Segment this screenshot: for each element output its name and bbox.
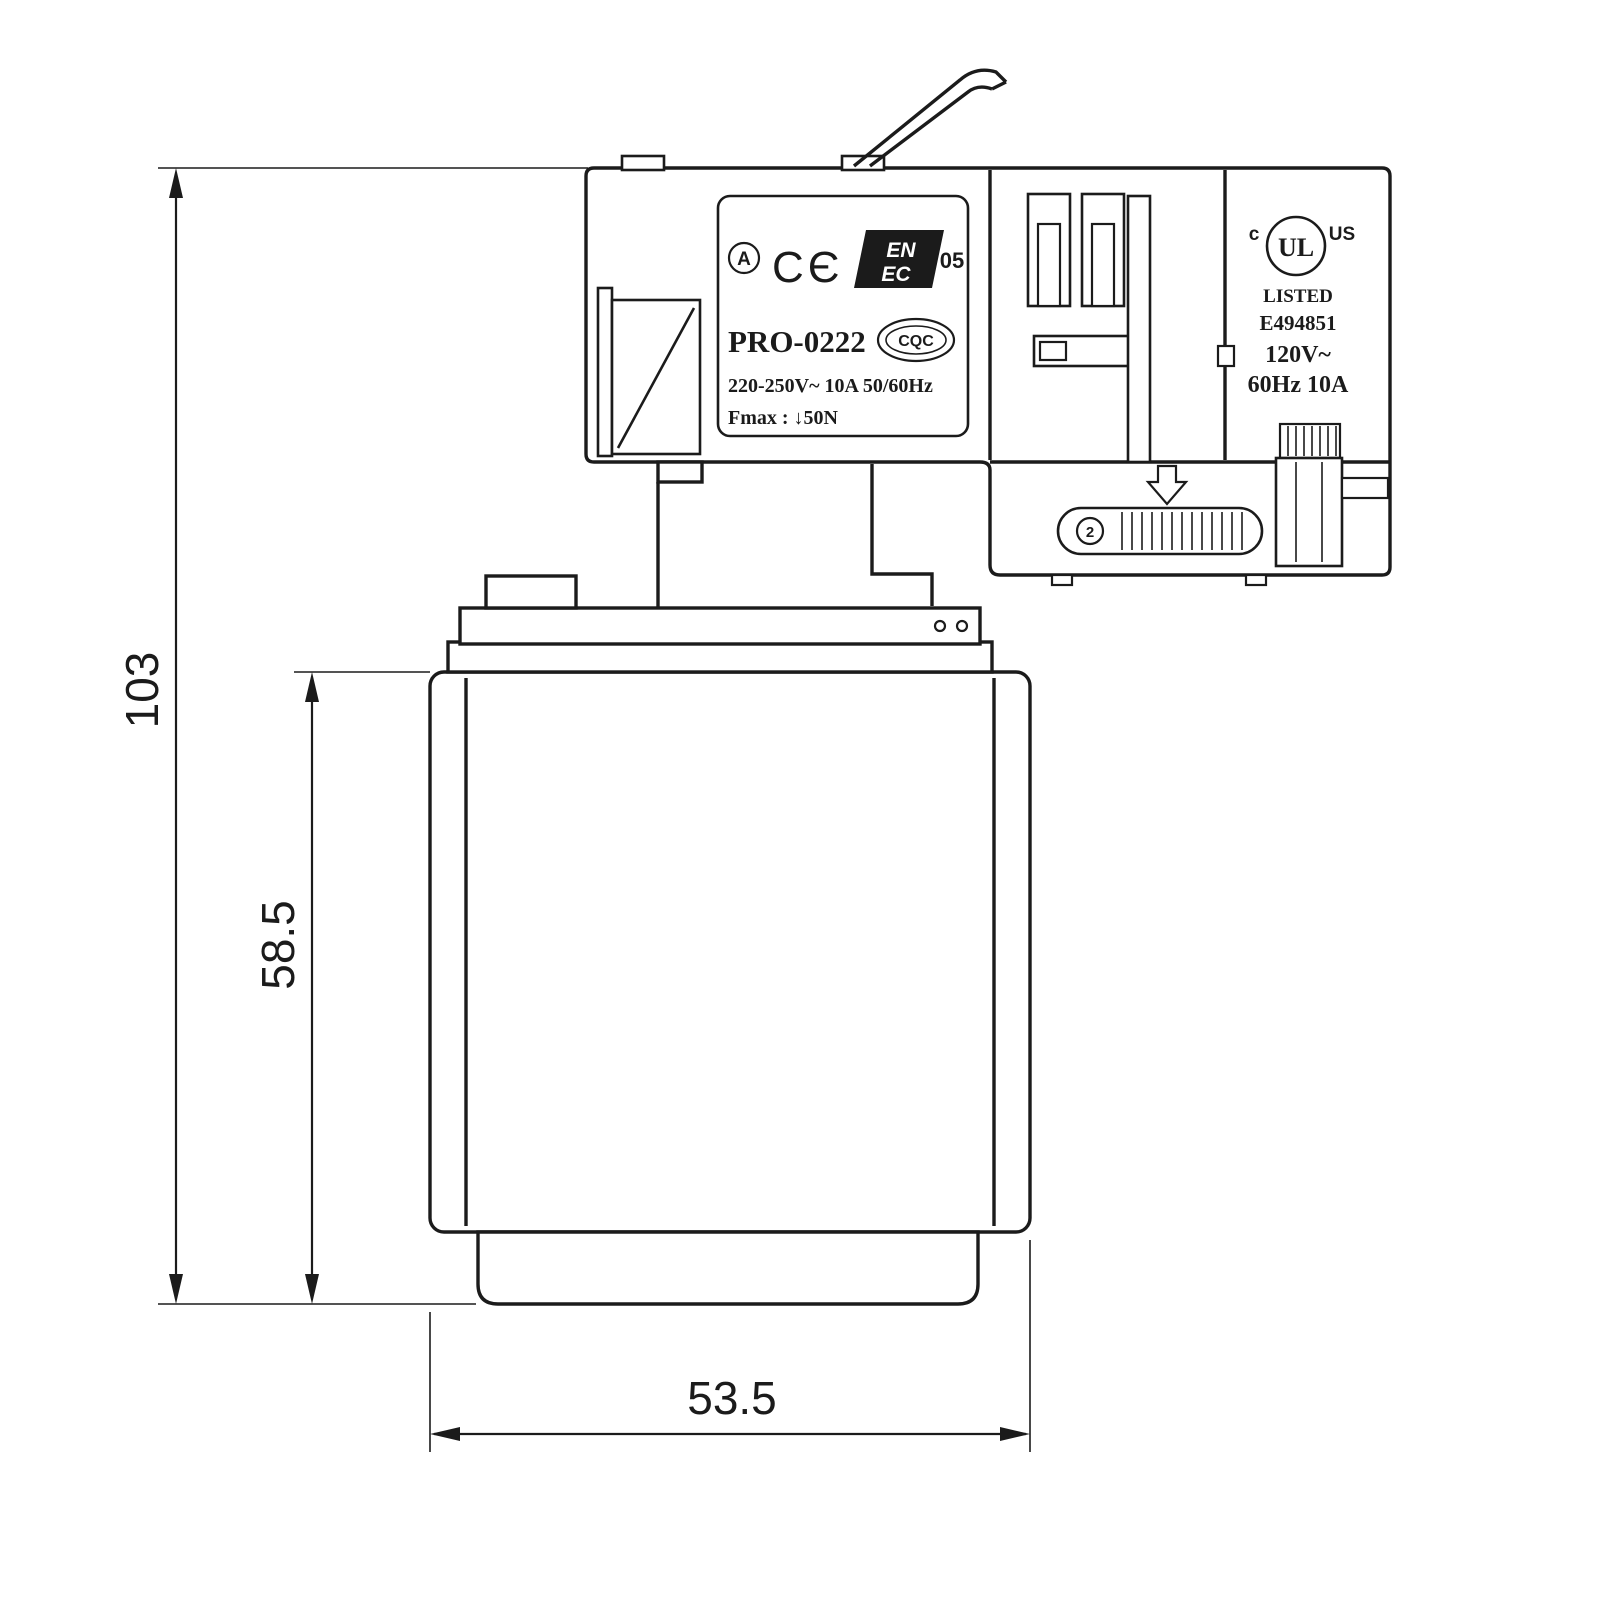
arrowhead-down-icon — [169, 1274, 183, 1304]
plate-rivet — [955, 619, 969, 633]
mounting-steps — [446, 460, 994, 674]
enec-badge-icon — [854, 230, 944, 288]
wheel-position-marking: 2 — [1086, 524, 1094, 541]
body-base — [476, 1230, 980, 1306]
latch-body — [1274, 456, 1344, 568]
ul-listed-text: LISTED — [1263, 286, 1333, 307]
track-adapter-housing: A CЄ EN EC 05 PRO-0222 CQC 220-250V~ 10A… — [584, 68, 1392, 587]
step-plate-lower — [446, 640, 994, 674]
dimension-body-height: 58.5 — [252, 671, 430, 1304]
ul-us-text: US — [1329, 224, 1355, 245]
divider-clip — [1216, 344, 1236, 368]
approval-circle-letter: A — [737, 249, 751, 270]
dimension-body-height-label: 58.5 — [252, 900, 304, 990]
wheel-position-circle — [1075, 516, 1105, 546]
arrowhead-up-icon — [169, 168, 183, 198]
arrowhead-down-icon — [305, 1274, 319, 1304]
neck-tab — [656, 460, 704, 484]
dimension-total-height-label: 103 — [116, 652, 168, 729]
down-arrow-icon — [1145, 464, 1189, 506]
fmax-line: Fmax : ↓50N — [728, 407, 839, 429]
ul-section: UL c US LISTED E494851 120V~ 60Hz 10A — [1216, 215, 1355, 398]
cqc-mark-text: CQC — [898, 333, 934, 350]
housing-top-tab-left — [620, 154, 666, 172]
clip-spring-diagonal — [616, 307, 696, 449]
clip-channel — [596, 286, 614, 458]
contact-stem — [1126, 194, 1152, 464]
contact-slot-1-pin — [1036, 222, 1062, 308]
contact-slot-2-pin — [1090, 222, 1116, 308]
latch-teeth-frame — [1278, 422, 1342, 460]
dimension-body-width-label: 53.5 — [687, 1372, 777, 1424]
enec-number: 05 — [940, 248, 964, 273]
dimension-annotations: 103 58.5 53.5 — [116, 167, 1031, 1452]
ul-logo-icon — [1265, 215, 1327, 277]
step-plate-upper — [458, 606, 982, 646]
lamp-body — [428, 460, 1032, 1306]
plate-rivet — [933, 619, 947, 633]
arrowhead-left-icon — [430, 1427, 460, 1441]
housing-foot-right — [1244, 573, 1268, 587]
wire-hook-tip — [991, 80, 1007, 91]
ul-voltage: 120V~ — [1265, 342, 1331, 368]
rating-line: 220-250V~ 10A 50/60Hz — [728, 375, 933, 397]
contact-crossbar-block — [1038, 340, 1068, 362]
ul-c-text: c — [1249, 224, 1260, 245]
wire-outer-line — [852, 68, 1008, 168]
rating-label-plate: A CЄ EN EC 05 PRO-0222 CQC 220-250V~ 10A… — [716, 194, 970, 438]
ul-frequency: 60Hz 10A — [1248, 372, 1349, 398]
wire-inner-line — [868, 85, 993, 168]
arrowhead-right-icon — [1000, 1427, 1030, 1441]
approval-circle-icon — [727, 241, 761, 275]
enec-text-line1: EN — [886, 239, 916, 262]
dimension-total-height: 103 — [116, 167, 588, 1305]
housing-top-tab-right — [840, 154, 886, 172]
arrowhead-up-icon — [305, 672, 319, 702]
dimension-body-width: 53.5 — [429, 1240, 1031, 1452]
ce-mark: CЄ — [772, 243, 843, 292]
model-number: PRO-0222 — [728, 324, 866, 359]
selector-wheel — [1056, 506, 1264, 556]
ul-file-number: E494851 — [1259, 311, 1336, 335]
ul-logo-text: UL — [1278, 233, 1314, 262]
step-left-tab — [484, 574, 578, 610]
selector-area: 2 — [1056, 464, 1264, 556]
latch-assembly — [1274, 422, 1390, 568]
latch-side-step — [1340, 476, 1390, 500]
neck-staircase — [870, 464, 934, 606]
selector-wheel-knurling — [1121, 512, 1243, 550]
housing-foot-left — [1050, 573, 1074, 587]
body-outline — [428, 670, 1032, 1234]
contact-section — [1026, 192, 1152, 464]
enec-text-line2: EC — [881, 263, 911, 286]
wire-handle — [852, 68, 1008, 168]
cqc-oval-inner — [885, 325, 947, 355]
